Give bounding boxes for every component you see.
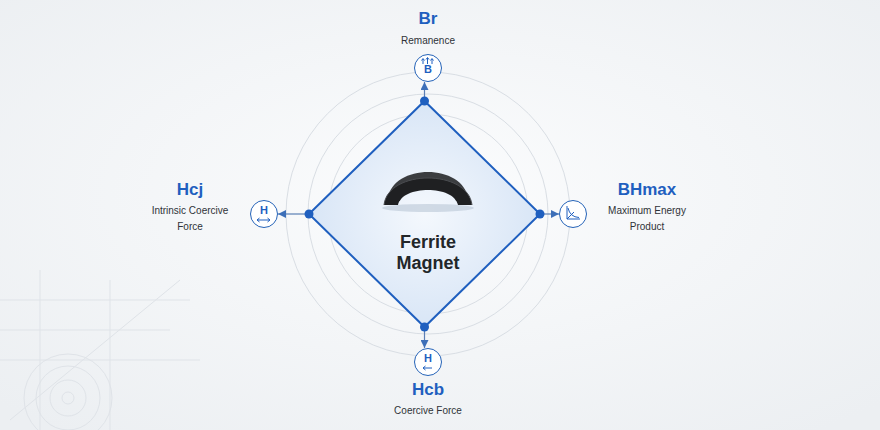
parameter-symbol: Br xyxy=(419,9,438,29)
curve-graph xyxy=(560,201,585,226)
vertex-dot xyxy=(420,97,429,106)
icon-letter: H xyxy=(260,204,268,216)
parameter-text: BrRemanence xyxy=(368,9,488,49)
vertex-dot xyxy=(305,210,314,219)
parameter-symbol: BHmax xyxy=(618,180,677,200)
icon-circle: H xyxy=(250,200,278,228)
center-label: Ferrite Magnet xyxy=(378,232,478,274)
parameter-node: BHmaxMaximum Energy Product xyxy=(559,180,697,235)
icon-circle: B xyxy=(414,54,442,82)
parameter-node: HcjIntrinsic Coercive Force H xyxy=(140,180,278,235)
parameter-text: HcjIntrinsic Coercive Force xyxy=(140,180,240,235)
magnet-diamond: Ferrite Magnet xyxy=(309,101,540,327)
icon-circle: H xyxy=(414,348,442,376)
parameter-name: Maximum Energy Product xyxy=(597,203,697,235)
icon-letter: H xyxy=(424,352,432,364)
parameter-symbol: Hcj xyxy=(177,180,203,200)
parameter-node: H HcbCoercive Force xyxy=(368,348,488,419)
parameter-text: HcbCoercive Force xyxy=(368,380,488,419)
parameter-name: Intrinsic Coercive Force xyxy=(140,203,240,235)
parameter-name: Remanence xyxy=(401,33,455,49)
parameter-name: Coercive Force xyxy=(394,403,462,419)
orbit-circles xyxy=(286,72,570,356)
icon-letter: B xyxy=(424,63,432,75)
magnet-name: Ferrite Magnet xyxy=(378,232,478,274)
parameter-symbol: Hcb xyxy=(412,380,444,400)
vertex-dot xyxy=(420,323,429,332)
magnet-illustration xyxy=(378,159,478,209)
parameter-text: BHmaxMaximum Energy Product xyxy=(597,180,697,235)
diamond-outline xyxy=(309,101,540,327)
vertex-dot xyxy=(536,210,545,219)
diamond-shape xyxy=(309,101,540,327)
sketch-lines xyxy=(0,270,200,430)
icon-circle xyxy=(559,200,587,228)
parameter-node: BrRemanence B xyxy=(368,9,488,82)
connector-arrow xyxy=(278,213,309,214)
